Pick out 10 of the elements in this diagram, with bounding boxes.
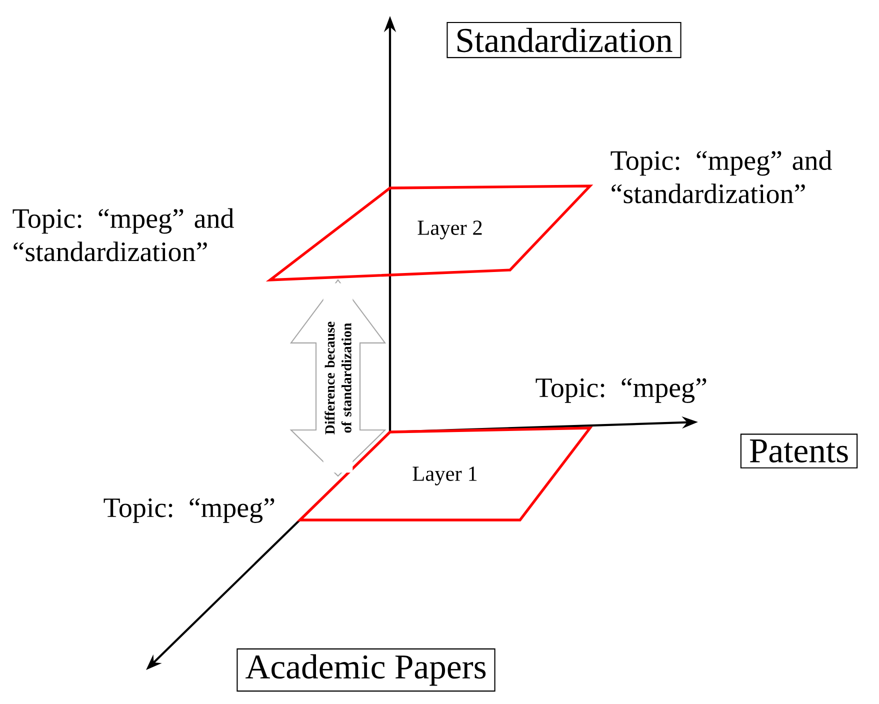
label-box: Academic Papers (236, 648, 496, 692)
topic-label: Topic: “mpeg” (104, 498, 274, 523)
topic-label: Topic: “mpeg” and “standardization” (12, 208, 234, 262)
topic-label: Topic: “mpeg” (536, 378, 706, 403)
layer-label: Layer 2 (418, 220, 482, 240)
label-box: Standardization (446, 22, 682, 58)
topic-label: Topic: “mpeg” and “standardization” (610, 150, 832, 204)
edge-label: Difference because of standardization (323, 283, 353, 473)
label-box: Patents (740, 434, 858, 468)
layer-label: Layer 1 (412, 466, 477, 486)
